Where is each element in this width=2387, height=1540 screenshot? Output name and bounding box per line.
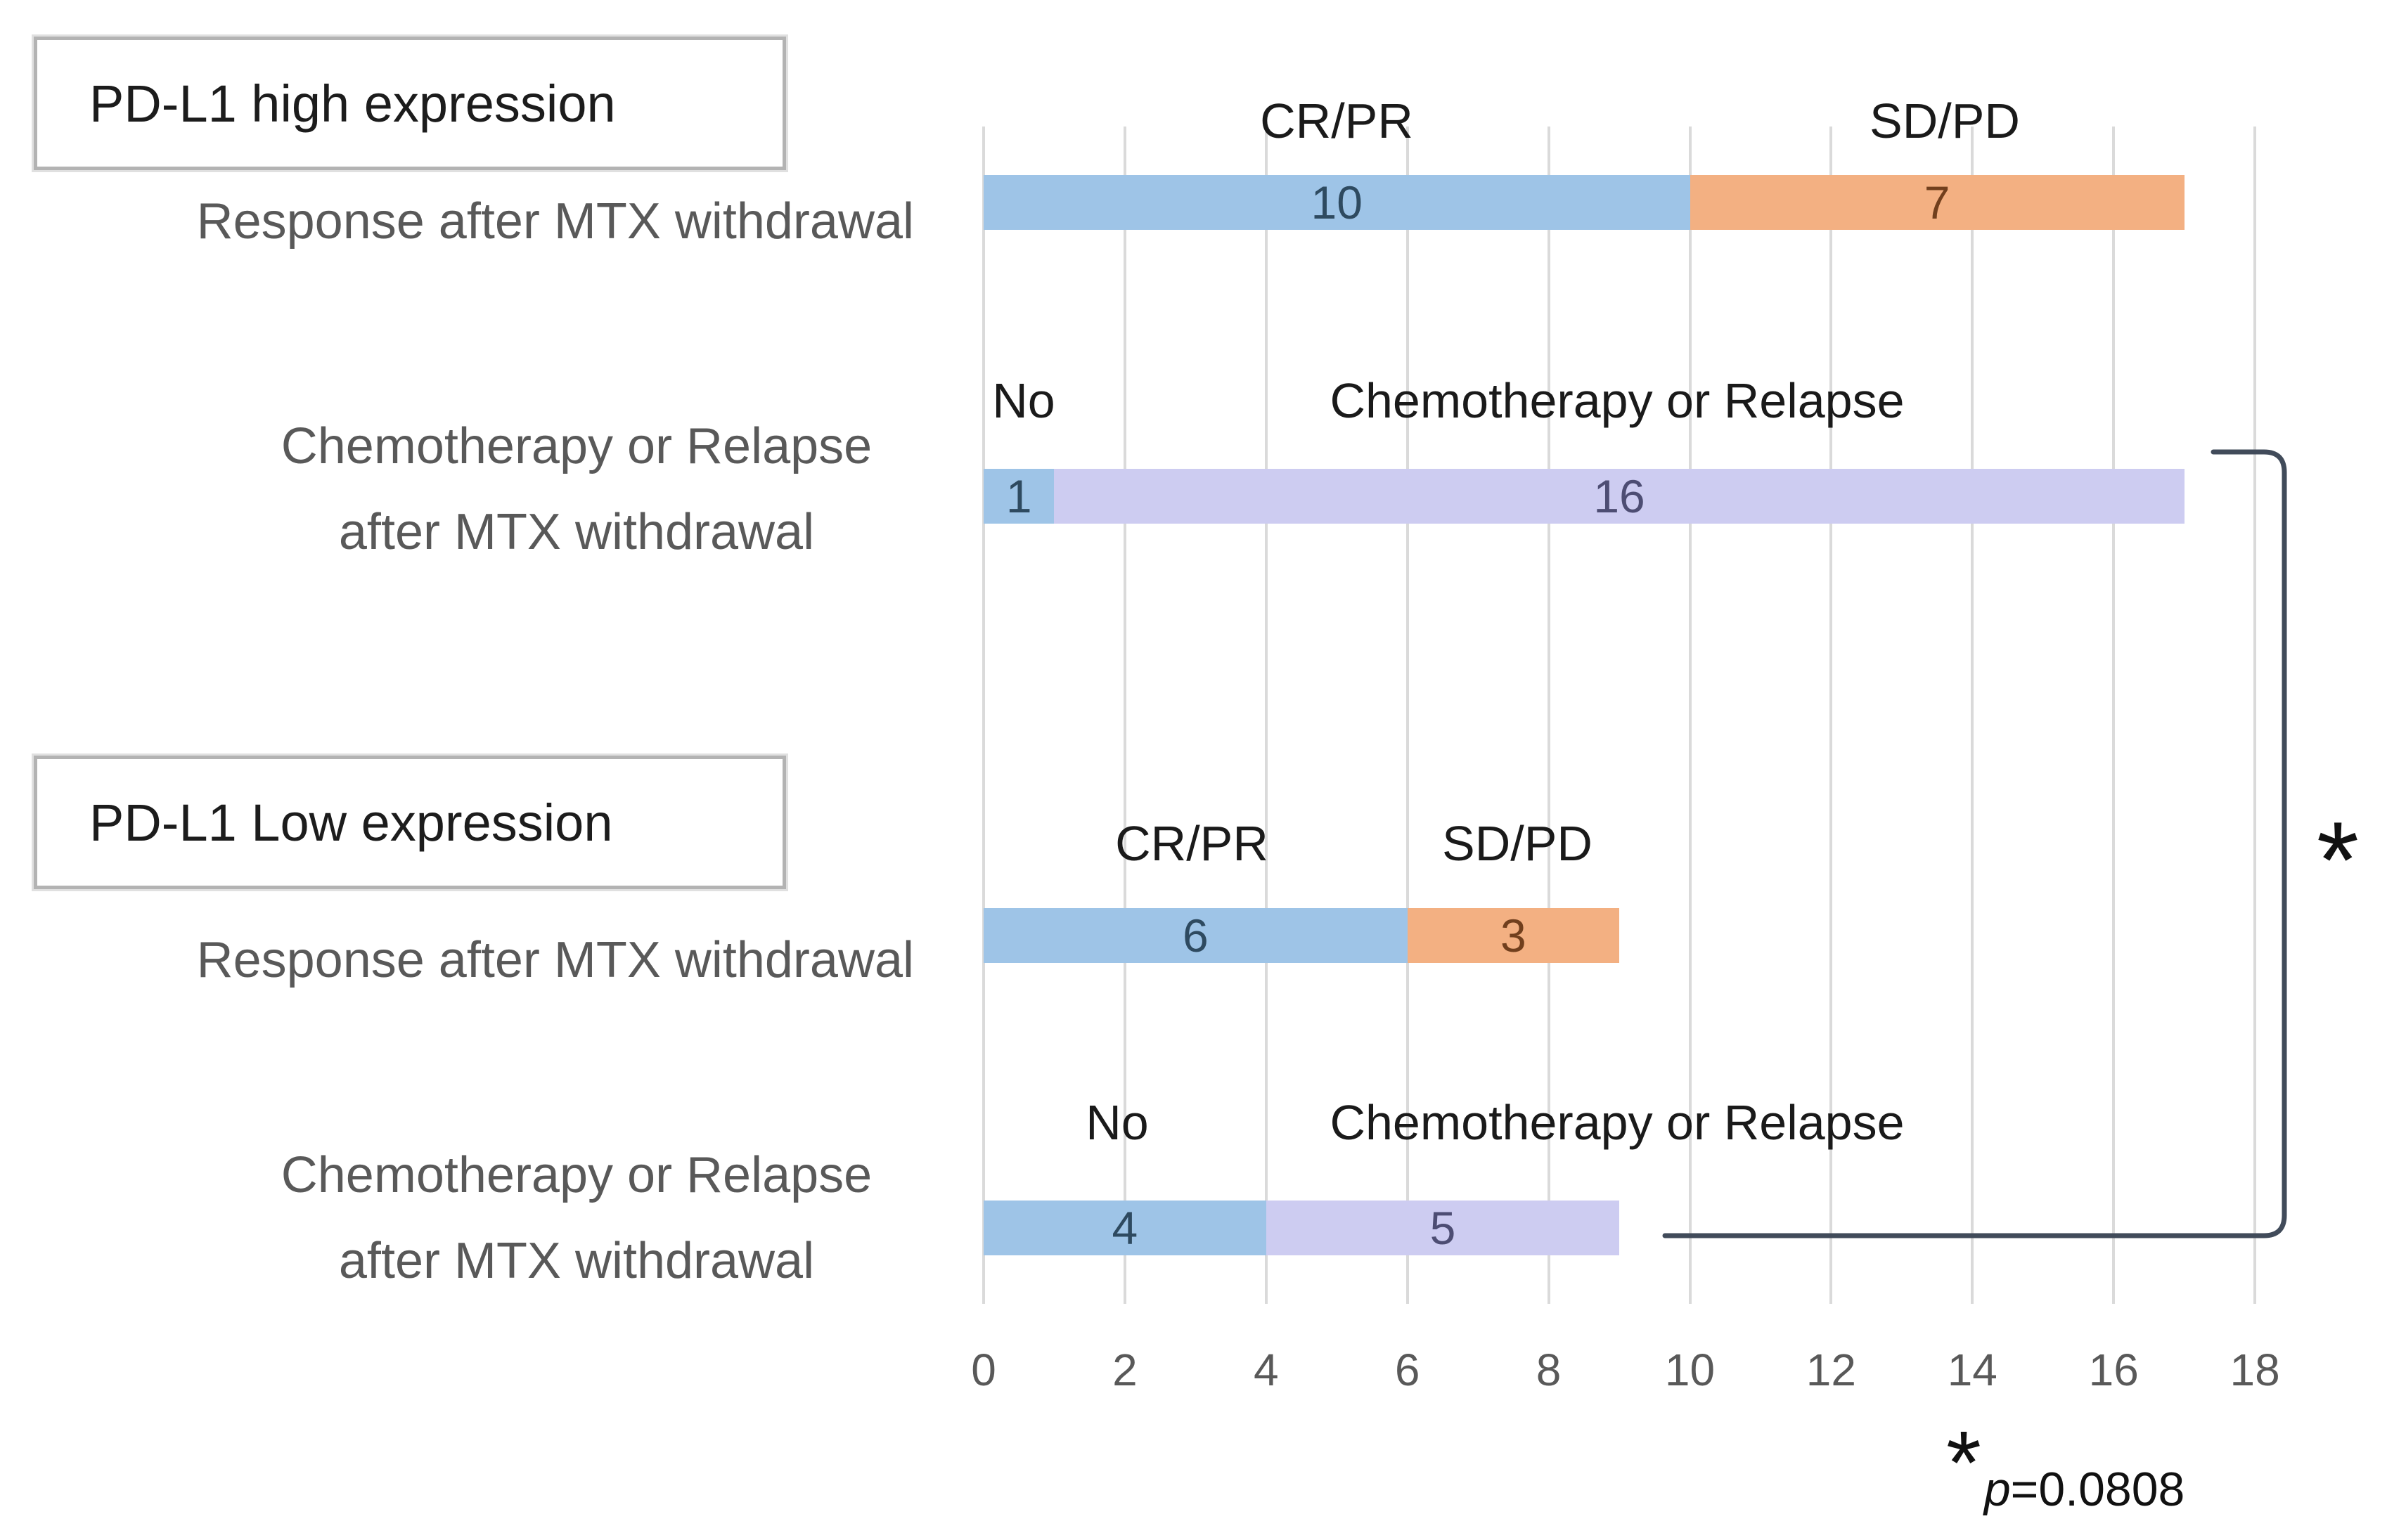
x-axis-tick-label: 4 bbox=[1254, 1345, 1279, 1395]
bar-segment-sd-pd: 3 bbox=[1407, 908, 1620, 963]
bar-segment-sd-pd: 7 bbox=[1690, 175, 2185, 230]
gridline-x-2 bbox=[1123, 127, 1126, 1304]
x-axis-tick-label: 16 bbox=[2088, 1345, 2139, 1395]
segment-label: Chemotherapy or Relapse bbox=[1330, 1095, 1905, 1150]
bar-value-label: 5 bbox=[1429, 1202, 1456, 1254]
significance-asterisk: * bbox=[2316, 799, 2360, 921]
category-label-low-response: Response after MTX withdrawal bbox=[0, 917, 914, 1003]
bar-value-label: 6 bbox=[1182, 910, 1209, 962]
p-number: =0.0808 bbox=[2010, 1463, 2185, 1516]
bar-value-label: 3 bbox=[1500, 910, 1526, 962]
bar-value-label: 4 bbox=[1112, 1202, 1138, 1254]
x-axis-tick-label: 0 bbox=[971, 1345, 996, 1395]
group-label-pdl1-low: PD-L1 Low expression bbox=[89, 793, 613, 852]
group-label-pdl1-high: PD-L1 high expression bbox=[89, 74, 616, 133]
bar-segment-cr-pr: 6 bbox=[984, 908, 1408, 963]
x-axis-tick-label: 10 bbox=[1664, 1345, 1716, 1395]
bar-segment-chemotherapy-or-relapse: 16 bbox=[1054, 469, 2185, 524]
p-value-annotation: * p=0.0808 bbox=[1946, 1413, 2185, 1517]
gridline-x-6 bbox=[1405, 127, 1409, 1304]
segment-label: SD/PD bbox=[1442, 816, 1593, 871]
x-axis-tick-label: 12 bbox=[1806, 1345, 1856, 1395]
x-axis-tick-label: 8 bbox=[1536, 1345, 1562, 1395]
category-line: after MTX withdrawal bbox=[338, 504, 815, 560]
segment-label: CR/PR bbox=[1115, 816, 1268, 871]
bar-value-label: 1 bbox=[1005, 470, 1032, 522]
x-axis-tick-label: 14 bbox=[1947, 1345, 1997, 1395]
segment-label: CR/PR bbox=[1260, 93, 1413, 148]
gridline-x-4 bbox=[1264, 127, 1268, 1304]
group-label-box-pdl1-high: PD-L1 high expression bbox=[34, 37, 786, 170]
bar-segment-cr-pr: 10 bbox=[984, 175, 1690, 230]
gridline-x-8 bbox=[1547, 127, 1550, 1304]
gridline-x-16 bbox=[2112, 127, 2116, 1304]
x-axis-tick-label: 6 bbox=[1394, 1345, 1420, 1395]
category-line: after MTX withdrawal bbox=[338, 1233, 815, 1289]
category-label-high-response: Response after MTX withdrawal bbox=[0, 179, 914, 264]
bar-segment-no: 4 bbox=[984, 1201, 1266, 1255]
category-line: Chemotherapy or Relapse bbox=[281, 418, 873, 474]
bar-segment-chemotherapy-or-relapse: 5 bbox=[1266, 1201, 1620, 1255]
category-line: Chemotherapy or Relapse bbox=[281, 1147, 873, 1203]
category-label-high-chemo: Chemotherapy or Relapse after MTX withdr… bbox=[84, 403, 1069, 575]
bar-segment-no: 1 bbox=[984, 469, 1055, 524]
gridline-x-18 bbox=[2253, 127, 2257, 1304]
bar-value-label: 10 bbox=[1311, 176, 1363, 228]
x-axis-tick-label: 2 bbox=[1112, 1345, 1138, 1395]
p-symbol: p bbox=[1983, 1463, 2011, 1516]
segment-label: Chemotherapy or Relapse bbox=[1330, 373, 1905, 428]
segment-label: No bbox=[992, 373, 1055, 428]
bar-value-label: 7 bbox=[1924, 176, 1950, 228]
p-value-asterisk: * bbox=[1946, 1413, 1981, 1513]
x-axis-tick-label: 18 bbox=[2230, 1345, 2280, 1395]
segment-label: SD/PD bbox=[1870, 93, 2020, 148]
gridline-x-0 bbox=[982, 127, 985, 1304]
p-value-text: p=0.0808 bbox=[1981, 1462, 2185, 1517]
gridline-x-14 bbox=[1971, 127, 1974, 1304]
category-line: Response after MTX withdrawal bbox=[196, 932, 914, 988]
category-line: Response after MTX withdrawal bbox=[196, 193, 914, 250]
category-label-low-chemo: Chemotherapy or Relapse after MTX withdr… bbox=[84, 1132, 1069, 1304]
group-label-box-pdl1-low: PD-L1 Low expression bbox=[34, 756, 786, 889]
bar-value-label: 16 bbox=[1593, 470, 1645, 522]
segment-label: No bbox=[1086, 1095, 1149, 1150]
